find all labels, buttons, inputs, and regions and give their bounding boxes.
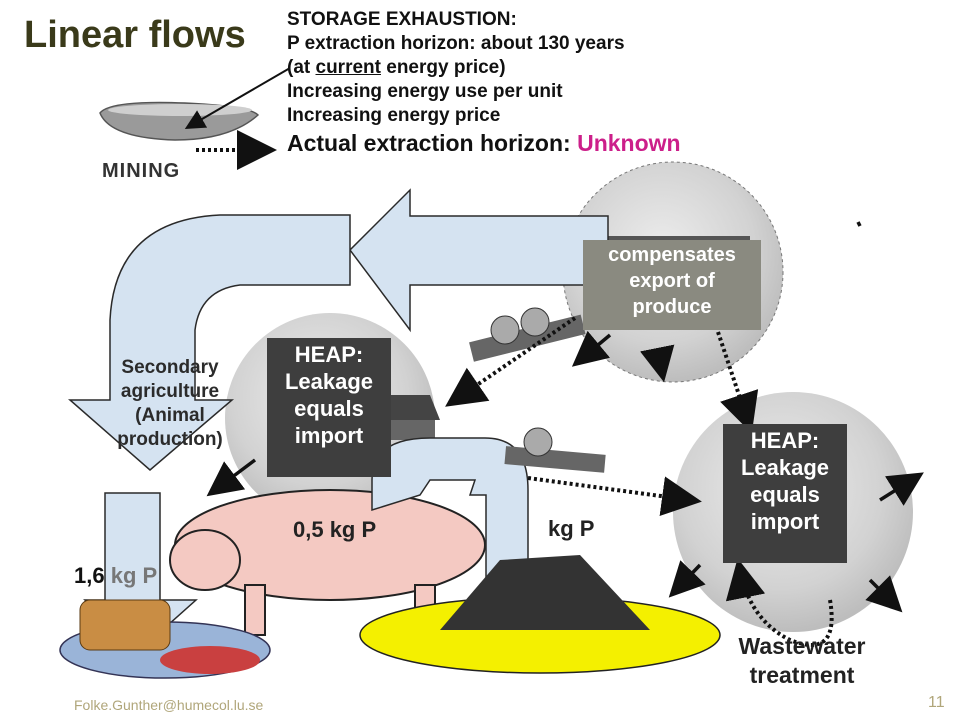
footer-email: Folke.Gunther@humecol.lu.se — [74, 697, 264, 713]
manure-pile-illustration — [359, 555, 721, 674]
storage-line-4: Increasing energy price — [287, 105, 501, 126]
wastewater-treatment-label: Wastewater treatment — [738, 633, 866, 688]
storage-exhaustion-text: STORAGE EXHAUSTION: P extraction horizon… — [287, 8, 681, 158]
amount-label-food: 1,6 kg P — [74, 563, 158, 588]
truck-illustration-1 — [469, 307, 586, 362]
dotted-flow-arrows — [445, 316, 834, 647]
return-flow-arrow — [68, 188, 609, 471]
unknown-value: Unknown — [577, 130, 681, 156]
heap-box-left: HEAP: Leakage equals import — [267, 338, 391, 477]
storage-line-5: Actual extraction horizon: Unknown — [287, 130, 681, 156]
truck-illustration-2 — [504, 427, 606, 473]
mining-bowl-illustration — [99, 101, 260, 141]
heap-box-right: HEAP: Leakage equals import — [723, 424, 847, 563]
amount-label-pig: 0,5 kg P — [293, 517, 377, 542]
page-number: 11 — [928, 694, 945, 711]
pointer-arrow — [184, 67, 291, 130]
storage-line-1: P extraction horizon: about 130 years — [287, 33, 625, 54]
underlined-word: current — [315, 57, 381, 78]
storage-line-2: (at current energy price) — [287, 57, 506, 78]
secondary-agriculture-label: Secondary agriculture (Animal production… — [117, 357, 223, 450]
amount-label-manure: kg P — [548, 516, 595, 541]
black-arrows — [206, 221, 924, 613]
mining-label: MINING — [102, 160, 181, 182]
slide-title: Linear flows — [24, 14, 246, 56]
storage-line-3: Increasing energy use per unit — [287, 81, 563, 102]
compensates-box: compensates export of produce — [583, 240, 761, 330]
food-plate-illustration — [59, 599, 271, 679]
storage-heading: STORAGE EXHAUSTION: — [287, 9, 517, 30]
